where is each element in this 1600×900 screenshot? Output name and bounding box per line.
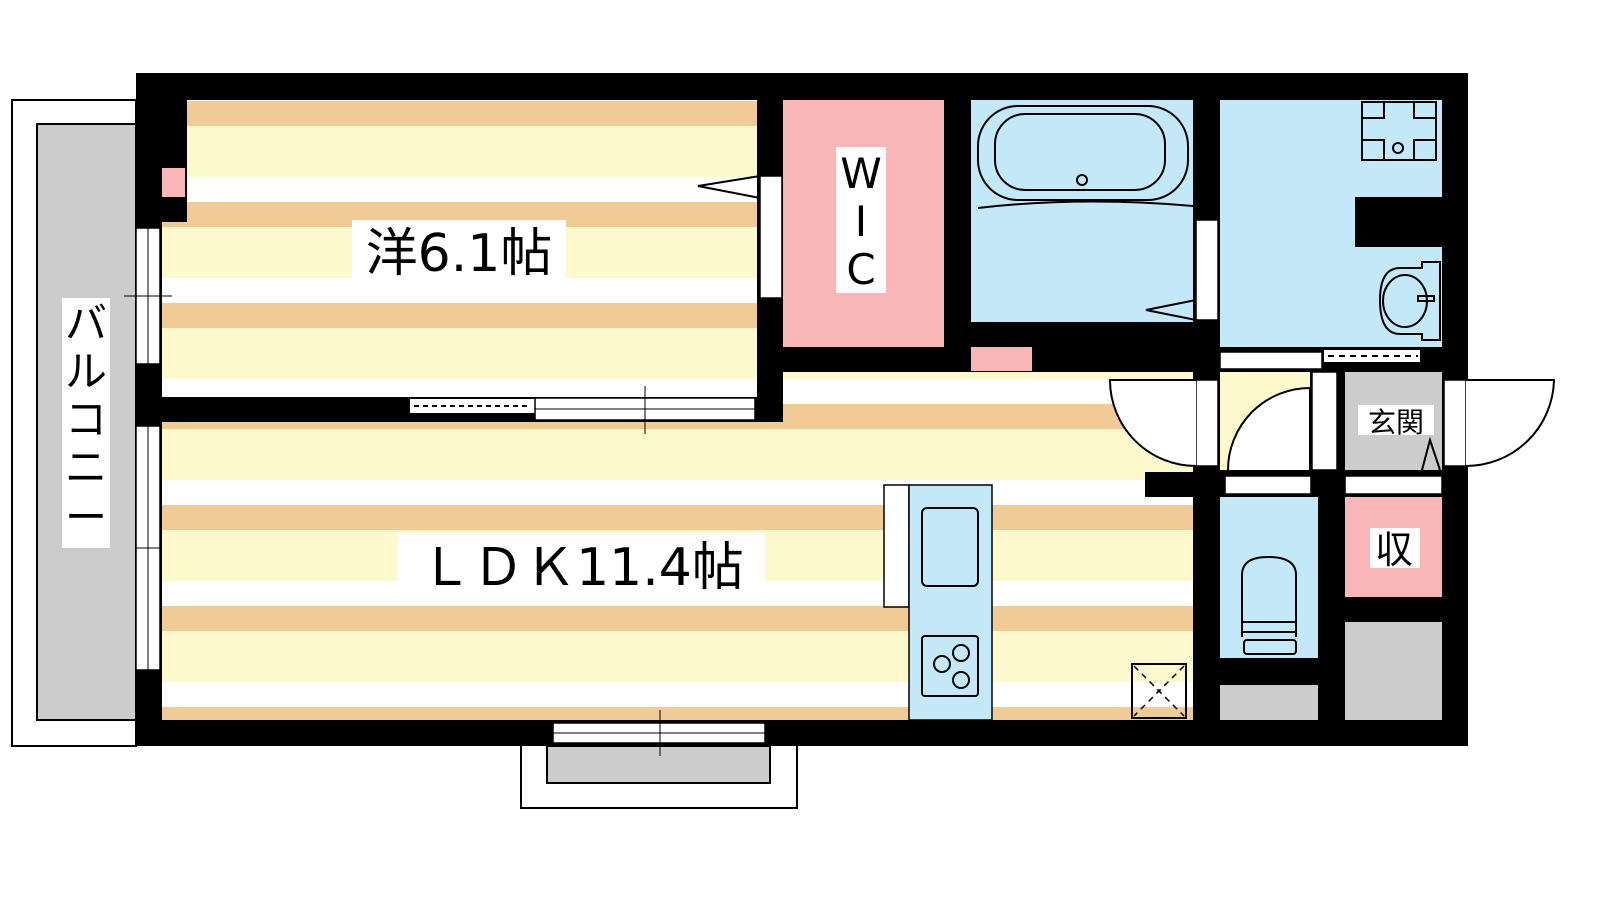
bathroom-door[interactable] xyxy=(1195,219,1219,321)
wic-door[interactable] xyxy=(697,175,783,299)
svg-text:収: 収 xyxy=(1375,528,1413,572)
sliding-door[interactable] xyxy=(410,386,756,434)
pink-marker xyxy=(971,347,1032,371)
kitchen-counter xyxy=(883,484,993,721)
svg-text:I: I xyxy=(855,197,867,246)
svg-text:C: C xyxy=(846,245,875,294)
washing-machine-icon xyxy=(1361,101,1437,161)
western-room-label: 洋6.1帖 xyxy=(366,224,553,284)
svg-text:玄関: 玄関 xyxy=(1368,406,1424,439)
ldk-door[interactable] xyxy=(1108,379,1219,467)
walk-in-closet: W I C xyxy=(783,100,944,347)
toilet-door[interactable] xyxy=(1227,386,1311,471)
floor-hatch-icon xyxy=(1131,663,1187,719)
svg-text:ル: ル xyxy=(65,347,107,396)
bathroom xyxy=(971,100,1219,322)
washroom xyxy=(1219,100,1442,370)
svg-text:ー: ー xyxy=(65,493,107,542)
svg-text:バ: バ xyxy=(65,299,107,348)
storage: 収 xyxy=(1345,497,1442,720)
balcony: バ ル コ ニ ー xyxy=(11,99,137,747)
svg-text:W: W xyxy=(840,149,882,198)
window xyxy=(124,227,172,365)
sink-icon xyxy=(1378,261,1441,341)
toilet-room xyxy=(1220,497,1318,720)
front-door[interactable] xyxy=(1443,379,1556,467)
drain-icon xyxy=(1076,174,1088,186)
stove-icon xyxy=(921,635,979,697)
window xyxy=(135,425,161,671)
svg-text:コ: コ xyxy=(65,395,107,444)
ldk-label: ＬＤＫ11.4帖 xyxy=(420,538,744,598)
entrance: 玄関 xyxy=(1345,372,1442,471)
svg-text:ニ: ニ xyxy=(65,443,107,492)
sink-icon xyxy=(921,507,979,587)
bay-window xyxy=(520,739,798,809)
balcony-label: バ ル コ ニ ー xyxy=(65,299,107,542)
washroom-door[interactable] xyxy=(1219,351,1323,370)
window xyxy=(552,710,766,756)
toilet-icon xyxy=(1241,555,1297,655)
